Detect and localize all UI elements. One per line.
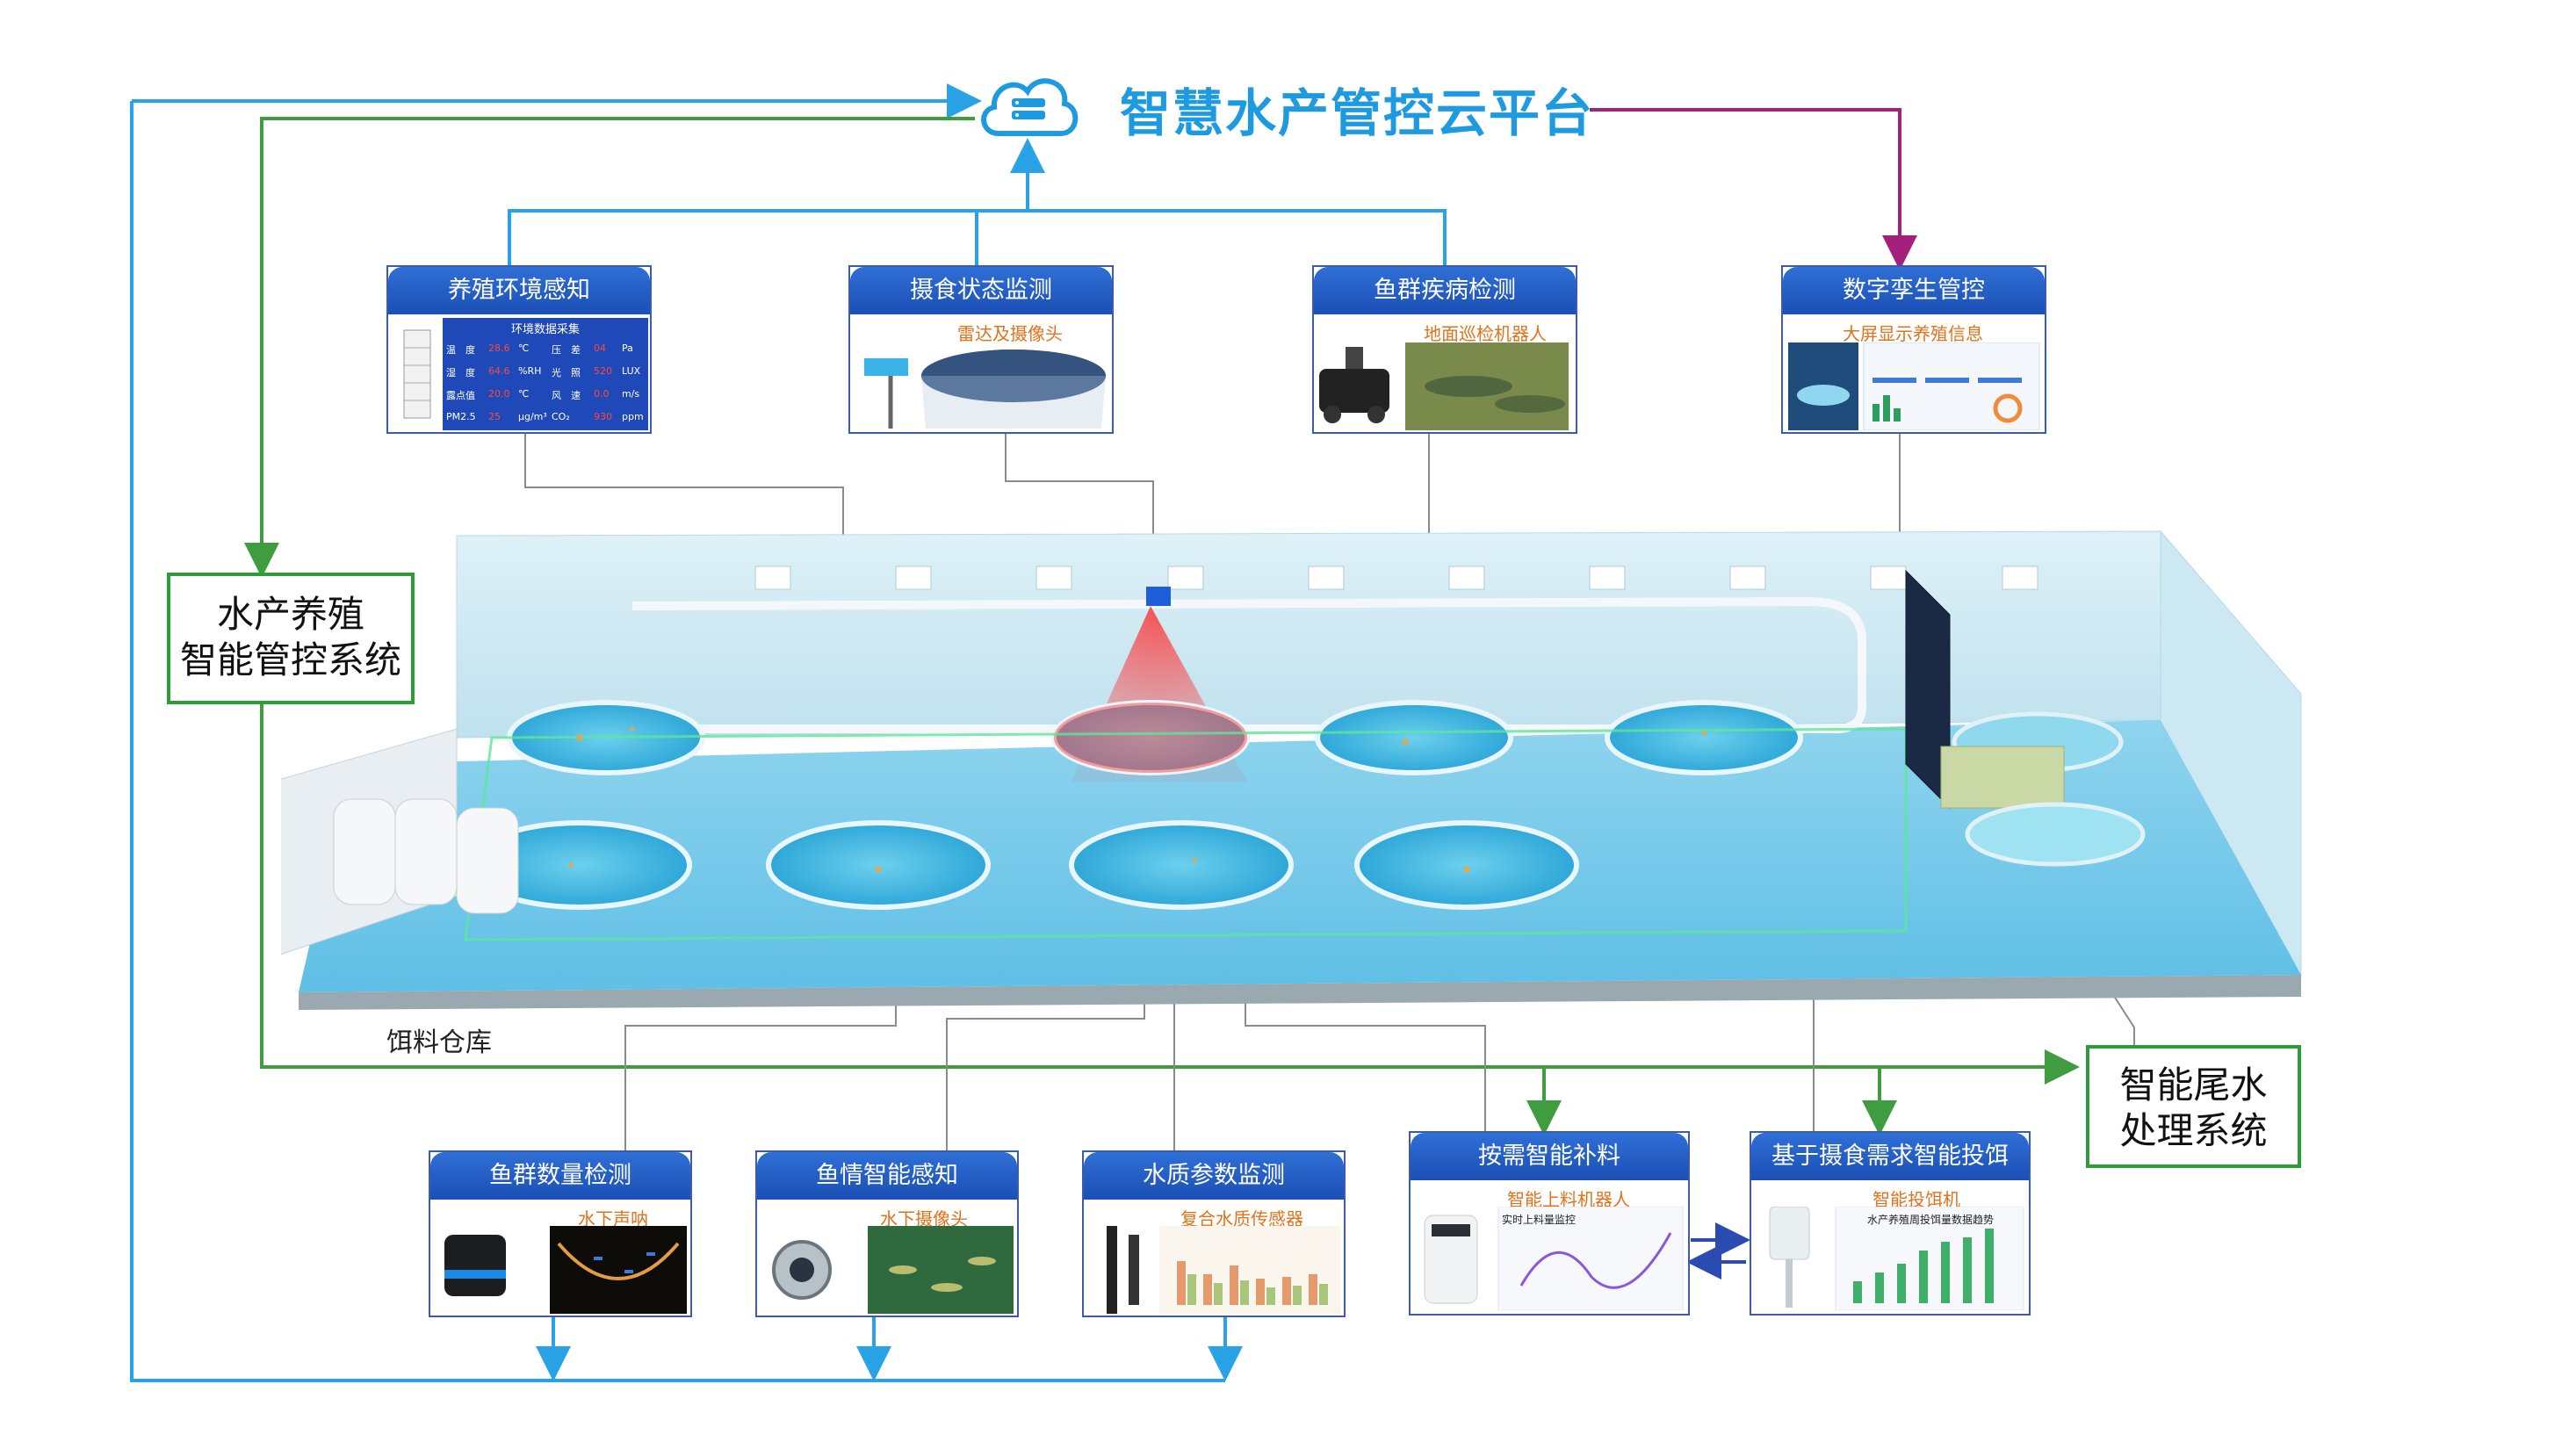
env-value: 0.0 bbox=[594, 388, 610, 400]
env-value: 520 bbox=[594, 365, 612, 377]
env-label: 光 照 bbox=[552, 367, 581, 378]
card-water-title: 水质参数监测 bbox=[1084, 1152, 1344, 1200]
env-unit: LUX bbox=[622, 365, 641, 377]
card-supply-title: 按需智能补料 bbox=[1411, 1133, 1688, 1180]
card-feeding-state-sub: 雷达及摄像头 bbox=[957, 323, 1063, 344]
aquaculture-facility-scene bbox=[281, 530, 2302, 1010]
weather-sensor-icon bbox=[403, 329, 431, 419]
card-digital-twin: 数字孪生管控 大屏显示养殖信息 bbox=[1781, 265, 2046, 434]
card-disease-detection: 鱼群疾病检测 地面巡检机器人 bbox=[1312, 265, 1577, 434]
env-data-panel: 环境数据采集 温 度 28.6 ℃ 压 差 04 Pa 湿 度 64.6 %RH… bbox=[443, 318, 648, 430]
card-fish-sense-title: 鱼情智能感知 bbox=[757, 1152, 1017, 1200]
feed-warehouse-label: 饵料仓库 bbox=[386, 1027, 492, 1058]
env-panel-title: 环境数据采集 bbox=[510, 323, 580, 336]
env-label: 风 速 bbox=[552, 390, 581, 401]
card-fish-count-title: 鱼群数量检测 bbox=[430, 1152, 690, 1200]
card-disease-title: 鱼群疾病检测 bbox=[1314, 267, 1576, 314]
tail-water-system-box: 智能尾水 处理系统 bbox=[2086, 1045, 2301, 1168]
card-fish-perception: 鱼情智能感知 水下摄像头 bbox=[755, 1150, 1019, 1317]
tail-system-line2: 处理系统 bbox=[2119, 1109, 2268, 1152]
env-unit: ℃ bbox=[518, 342, 530, 354]
card-feeding-state-title: 摄食状态监测 bbox=[850, 267, 1112, 314]
card-smart-supply: 按需智能补料 智能上料机器人 实时上料量监控 bbox=[1409, 1131, 1690, 1316]
feeder-chart-title: 水产养殖周投饵量数据趋势 bbox=[1867, 1214, 1995, 1226]
card-fish-count: 鱼群数量检测 水下声呐 bbox=[429, 1150, 692, 1317]
env-row: PM2.5 25 μg/m³ CO₂ 930 ppm bbox=[443, 406, 648, 429]
env-unit: ℃ bbox=[518, 388, 530, 400]
env-label: 露点值 bbox=[446, 390, 475, 401]
underwater-camera-image bbox=[772, 1226, 1014, 1314]
card-water-quality: 水质参数监测 复合水质传感器 bbox=[1082, 1150, 1346, 1317]
env-value: 04 bbox=[594, 342, 606, 354]
env-label: CO₂ bbox=[552, 411, 570, 422]
card-smart-feeder: 基于摄食需求智能投饵 智能投饵机 水产养殖周投饵量数据趋势 bbox=[1750, 1131, 2031, 1316]
card-twin-sub: 大屏显示养殖信息 bbox=[1843, 323, 1983, 344]
env-label: PM2.5 bbox=[446, 411, 476, 422]
env-row: 温 度 28.6 ℃ 压 差 04 Pa bbox=[443, 337, 648, 360]
cloud-server-icon bbox=[981, 78, 1079, 136]
env-value: 20.0 bbox=[488, 388, 510, 400]
env-value: 25 bbox=[488, 411, 501, 422]
radar-camera-image bbox=[864, 350, 1106, 429]
env-row: 露点值 20.0 ℃ 风 速 0.0 m/s bbox=[443, 383, 648, 406]
env-row: 湿 度 64.6 %RH 光 照 520 LUX bbox=[443, 360, 648, 383]
env-unit: ppm bbox=[622, 411, 644, 422]
env-unit: %RH bbox=[518, 365, 542, 377]
aquaculture-control-system-box: 水产养殖 智能管控系统 bbox=[167, 573, 415, 704]
card-env-perception: 养殖环境感知 环境数据采集 温 度 28.6 ℃ 压 差 04 Pa 湿 度 6… bbox=[386, 265, 652, 434]
env-unit: m/s bbox=[622, 388, 640, 400]
card-feeding-state: 摄食状态监测 雷达及摄像头 bbox=[848, 265, 1114, 434]
tail-system-line1: 智能尾水 bbox=[2119, 1063, 2268, 1107]
card-disease-sub: 地面巡检机器人 bbox=[1424, 323, 1547, 344]
env-unit: Pa bbox=[622, 342, 633, 354]
feeder-machine-image bbox=[1769, 1207, 2024, 1310]
sonar-image bbox=[444, 1226, 687, 1314]
patrol-robot-image bbox=[1319, 342, 1569, 430]
env-label: 压 差 bbox=[552, 344, 581, 356]
env-value: 28.6 bbox=[488, 342, 510, 354]
env-value: 64.6 bbox=[488, 365, 510, 377]
control-system-line2: 智能管控系统 bbox=[179, 638, 401, 681]
card-env-title: 养殖环境感知 bbox=[388, 267, 650, 314]
control-system-line1: 水产养殖 bbox=[216, 593, 364, 636]
dashboard-screenshot-image bbox=[1788, 342, 2040, 430]
water-sensor-image bbox=[1107, 1226, 1340, 1314]
supply-chart-title: 实时上料量监控 bbox=[1502, 1214, 1577, 1226]
supply-robot-image bbox=[1424, 1207, 1684, 1310]
env-value: 930 bbox=[594, 411, 612, 422]
card-feeder-title: 基于摄食需求智能投饵 bbox=[1751, 1133, 2029, 1180]
env-unit: μg/m³ bbox=[518, 411, 547, 422]
card-twin-title: 数字孪生管控 bbox=[1783, 267, 2045, 314]
env-label: 温 度 bbox=[446, 344, 475, 356]
platform-title: 智慧水产管控云平台 bbox=[1120, 83, 1595, 143]
env-label: 湿 度 bbox=[446, 367, 475, 378]
